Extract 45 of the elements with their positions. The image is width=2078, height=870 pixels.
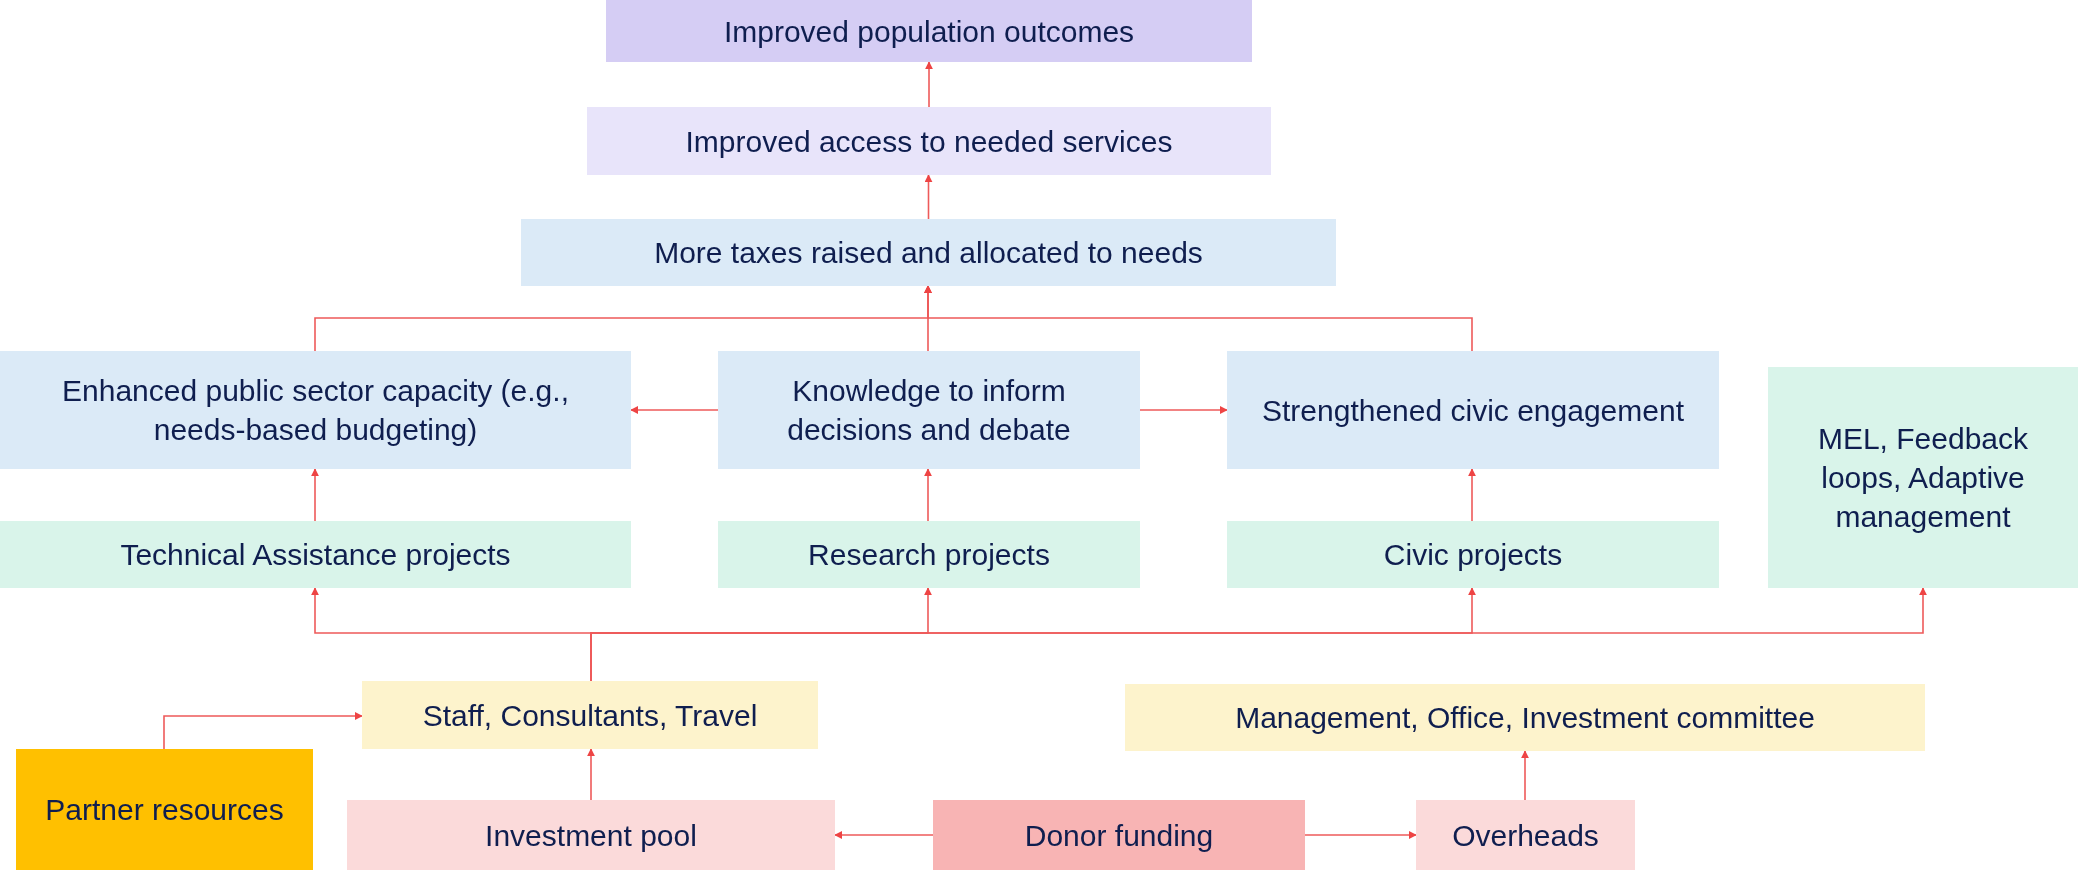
box-label: Strengthened civic engagement	[1262, 392, 1684, 429]
box-label: Research projects	[808, 537, 1050, 573]
text-box	[1227, 521, 1719, 588]
box-label: Technical Assistance projects	[120, 537, 511, 573]
text-box	[0, 351, 631, 469]
arrow	[1304, 831, 1417, 839]
arrow	[924, 285, 1473, 352]
text-box	[1416, 800, 1635, 870]
arrow	[163, 712, 363, 750]
arrow	[1139, 406, 1228, 414]
text-box	[1768, 367, 2078, 588]
box-label: MEL, Feedback loops, Adaptive management	[1816, 421, 2030, 535]
text-box	[1227, 351, 1719, 469]
text-box	[587, 107, 1271, 175]
box-label: Donor funding	[1024, 817, 1214, 854]
text-box	[347, 800, 835, 870]
box-label: Management, Office, Investment committee	[1235, 700, 1815, 736]
box-label: Civic projects	[1383, 537, 1563, 573]
arrow	[924, 174, 933, 220]
box-label: More taxes raised and allocated to needs	[654, 235, 1203, 271]
arrow	[630, 406, 719, 414]
arrow	[587, 748, 595, 801]
box-label: Partner resources	[45, 792, 284, 828]
arrow	[1521, 750, 1529, 801]
box-label: Enhanced public sector capacity (e.g., needs-based budgeting)	[61, 373, 570, 448]
text-box	[718, 351, 1140, 469]
arrow	[924, 468, 932, 522]
text-box	[16, 749, 313, 870]
box-label: Overheads	[1452, 817, 1599, 854]
arrow	[834, 831, 934, 839]
arrow	[1468, 468, 1476, 522]
box-label: Improved access to needed services	[685, 123, 1173, 160]
text-box	[718, 521, 1140, 588]
text-box	[606, 0, 1252, 62]
text-box	[0, 521, 631, 588]
box-label: Knowledge to inform decisions and debate	[786, 373, 1072, 448]
box-label: Investment pool	[485, 817, 697, 854]
box-label: Improved population outcomes	[723, 13, 1135, 50]
text-box	[933, 800, 1305, 870]
text-box	[1125, 684, 1925, 751]
text-box	[362, 681, 818, 749]
box-label: Staff, Consultants, Travel	[422, 697, 758, 734]
arrow	[311, 468, 319, 522]
text-box	[521, 219, 1336, 286]
arrow	[925, 61, 933, 108]
